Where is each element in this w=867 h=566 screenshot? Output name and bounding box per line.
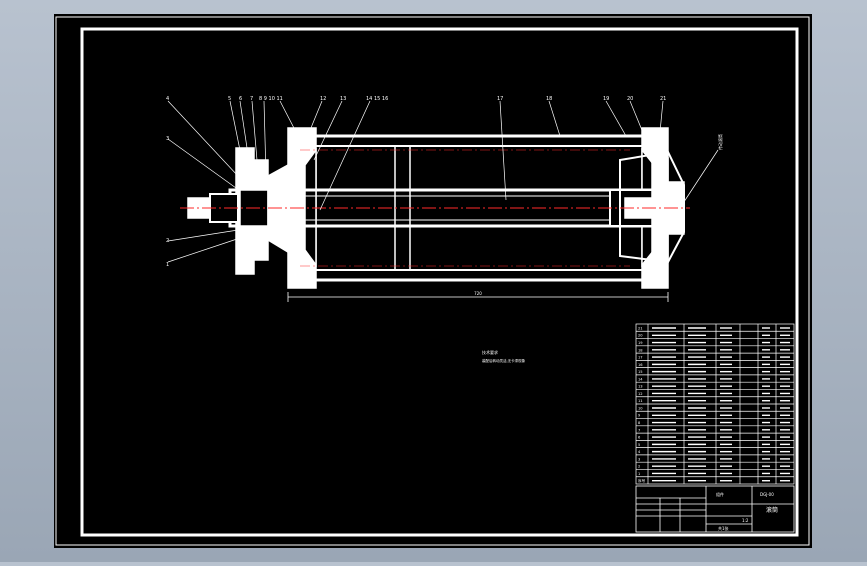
balloon-21: 21 bbox=[660, 96, 666, 102]
bom-row-number: 20 bbox=[638, 334, 643, 338]
title-block bbox=[635, 485, 795, 533]
bom-row-number: 1 bbox=[638, 472, 640, 476]
balloon-13: 13 bbox=[340, 96, 346, 102]
side-note: 传动滚筒 bbox=[717, 134, 723, 150]
bom-row-number: 6 bbox=[638, 436, 641, 440]
overall-dimension bbox=[287, 292, 669, 302]
balloon-5: 5 bbox=[228, 96, 231, 102]
overall-dimension-label: 720 bbox=[474, 291, 482, 296]
title-block-text: DGJ-00 组件 滚筒 1:2 共1张 bbox=[716, 491, 778, 531]
part-balloons: 4 3 2 1 5 6 7 8 9 10 11 12 13 14 15 16 1… bbox=[166, 96, 666, 268]
drawing-number: DGJ-00 bbox=[760, 492, 774, 497]
material: 组件 bbox=[716, 491, 724, 497]
leader-lines bbox=[167, 100, 719, 263]
notes-title: 技术要求 bbox=[482, 349, 498, 355]
bom-row-number: 7 bbox=[638, 428, 640, 432]
balloon-7: 7 bbox=[250, 96, 253, 102]
bom-row-number: 5 bbox=[638, 443, 640, 447]
part-name: 滚筒 bbox=[766, 506, 778, 514]
balloon-2: 2 bbox=[166, 238, 169, 244]
bom-row-number: 17 bbox=[638, 356, 643, 360]
outer-frame bbox=[55, 16, 810, 546]
balloon-14-16: 14 15 16 bbox=[366, 96, 388, 102]
notes-line: 装配后转动灵活,无卡滞现象 bbox=[482, 358, 526, 363]
balloon-1: 1 bbox=[166, 262, 169, 268]
bom-row-number: 18 bbox=[638, 348, 643, 352]
bom-row-number: 3 bbox=[638, 457, 640, 461]
bom-row-number: 10 bbox=[638, 406, 643, 410]
scale: 1:2 bbox=[742, 518, 749, 523]
bom-row-number: 11 bbox=[638, 399, 643, 403]
bom-row-number: 15 bbox=[638, 370, 643, 374]
bom-row-number: 8 bbox=[638, 421, 641, 425]
bom-row-number: 21 bbox=[638, 326, 643, 330]
balloon-3: 3 bbox=[166, 136, 169, 142]
bom-row-number: 16 bbox=[638, 363, 643, 367]
bom-row-number: 9 bbox=[638, 414, 641, 418]
balloon-19: 19 bbox=[603, 96, 609, 102]
balloon-12: 12 bbox=[320, 96, 326, 102]
balloon-8-11: 8 9 10 11 bbox=[259, 96, 283, 102]
balloon-17: 17 bbox=[497, 96, 503, 102]
bom-row-number: 4 bbox=[638, 450, 641, 454]
bom-row-number: 14 bbox=[638, 377, 643, 381]
inner-frame bbox=[80, 27, 799, 537]
balloon-4: 4 bbox=[166, 96, 169, 102]
sheet: 共1张 bbox=[718, 525, 729, 531]
bom-row-number: 12 bbox=[638, 392, 643, 396]
balloon-18: 18 bbox=[546, 96, 552, 102]
bom-row-number: 序号 bbox=[638, 478, 646, 483]
balloon-6: 6 bbox=[239, 96, 242, 102]
bom-row-number: 2 bbox=[638, 465, 640, 469]
balloon-20: 20 bbox=[627, 96, 633, 102]
bom-row-number: 19 bbox=[638, 341, 643, 345]
bom-row-number: 13 bbox=[638, 385, 643, 389]
